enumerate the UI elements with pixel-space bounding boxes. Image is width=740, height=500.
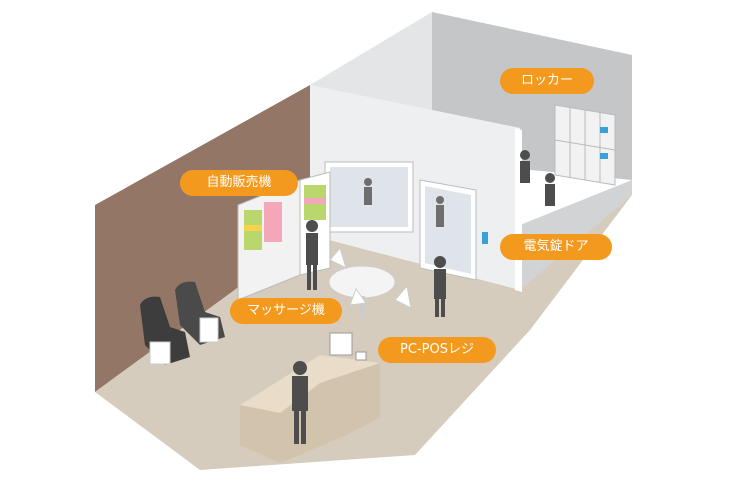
floor	[95, 180, 632, 470]
card-reader	[482, 232, 488, 244]
label-pos-register: PC-POSレジ	[378, 337, 496, 363]
chair	[329, 246, 347, 269]
people	[292, 150, 555, 444]
reception-counter	[240, 332, 380, 463]
locker-unit	[554, 104, 616, 186]
label-massage-chair: マッサージ機	[230, 298, 342, 324]
massage-chairs	[140, 281, 225, 365]
label-vending-machine: 自動販売機	[180, 170, 298, 196]
label-locker: ロッカー	[500, 68, 594, 94]
table	[328, 265, 396, 299]
pos-terminal	[329, 332, 353, 356]
label-electric-door: 電気錠ドア	[500, 234, 612, 260]
